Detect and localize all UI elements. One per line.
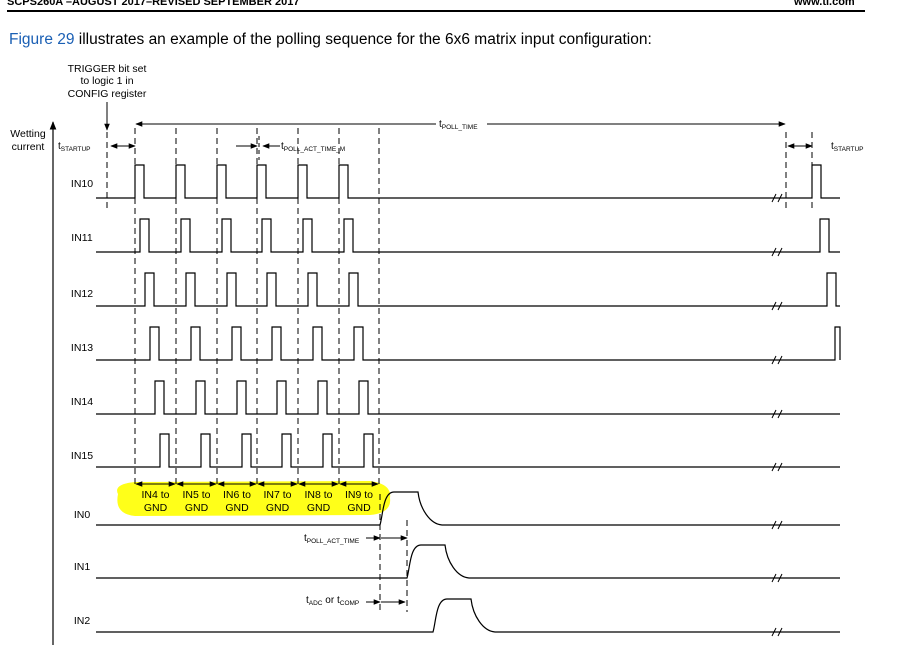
waveform-in10	[96, 164, 840, 199]
signal-label-in14: IN14	[71, 396, 93, 408]
t-startup-left-label: tSTARTUP	[58, 141, 91, 153]
waveform-in15	[96, 433, 840, 468]
y-axis-label-line-2: current	[12, 141, 45, 153]
trigger-note-line-3: CONFIG register	[68, 88, 147, 100]
break-mark-in11	[771, 247, 783, 257]
timing-dimension-arrows	[110, 121, 813, 605]
signal-label-in13: IN13	[71, 342, 93, 354]
y-axis-label-line-1: Wetting	[10, 128, 46, 140]
break-mark-in14	[771, 409, 783, 419]
break-mark-in15	[771, 462, 783, 472]
break-mark-in10	[771, 193, 783, 203]
waveform-in14	[96, 380, 840, 415]
phase-label-5-bottom: GND	[347, 502, 371, 514]
phase-label-1-top: IN5 to	[182, 489, 210, 501]
intro-paragraph: Figure 29 illustrates an example of the …	[9, 31, 652, 49]
doc-revision-header: SCPS260A –AUGUST 2017–REVISED SEPTEMBER …	[7, 0, 300, 8]
site-link[interactable]: www.ti.com	[794, 0, 855, 8]
t-poll-act-time-label: tPOLL_ACT_TIME	[304, 533, 360, 545]
phase-label-3-bottom: GND	[266, 502, 290, 514]
t-adc-comp-label: tADC or tCOMP	[306, 595, 359, 607]
waveform-in12	[96, 272, 840, 307]
waveform-in2	[96, 598, 840, 633]
t-poll-act-time-m-label: tPOLL_ACT_TIME_M	[281, 141, 345, 153]
signal-label-in0: IN0	[74, 509, 91, 521]
waveform-in1	[96, 544, 840, 579]
waveform-in13	[96, 326, 841, 361]
break-mark-in12	[771, 301, 783, 311]
phase-label-2-top: IN6 to	[223, 489, 251, 501]
break-mark-in13	[771, 355, 783, 365]
phase-label-5-top: IN9 to	[345, 489, 373, 501]
break-mark-in0	[771, 520, 783, 530]
phase-label-2-bottom: GND	[225, 502, 249, 514]
signal-label-in10: IN10	[71, 178, 93, 190]
waveform-in0	[96, 491, 840, 526]
waveform-in11	[96, 218, 840, 253]
t-poll-time-label: tPOLL_TIME	[439, 119, 478, 131]
figure-reference-link[interactable]: Figure 29	[9, 31, 75, 48]
signal-label-in11: IN11	[71, 232, 93, 244]
signal-label-in2: IN2	[74, 615, 91, 627]
header-rule	[7, 10, 865, 12]
phase-label-0-top: IN4 to	[141, 489, 169, 501]
break-mark-in2	[771, 627, 783, 637]
trigger-note-line-2: to logic 1 in	[80, 75, 133, 87]
phase-highlight	[117, 481, 391, 516]
trigger-note-line-1: TRIGGER bit set	[68, 63, 147, 75]
signal-label-in1: IN1	[74, 561, 91, 573]
phase-label-4-top: IN8 to	[304, 489, 332, 501]
break-mark-in1	[771, 573, 783, 583]
phase-label-1-bottom: GND	[185, 502, 209, 514]
signal-label-in15: IN15	[71, 450, 93, 462]
phase-label-3-top: IN7 to	[263, 489, 291, 501]
phase-label-0-bottom: GND	[144, 502, 168, 514]
signal-label-in12: IN12	[71, 288, 93, 300]
intro-text: illustrates an example of the polling se…	[74, 31, 652, 48]
phase-label-4-bottom: GND	[307, 502, 331, 514]
guide-dashed-lines	[106, 128, 813, 612]
t-startup-right-label: tSTARTUP	[831, 141, 864, 153]
